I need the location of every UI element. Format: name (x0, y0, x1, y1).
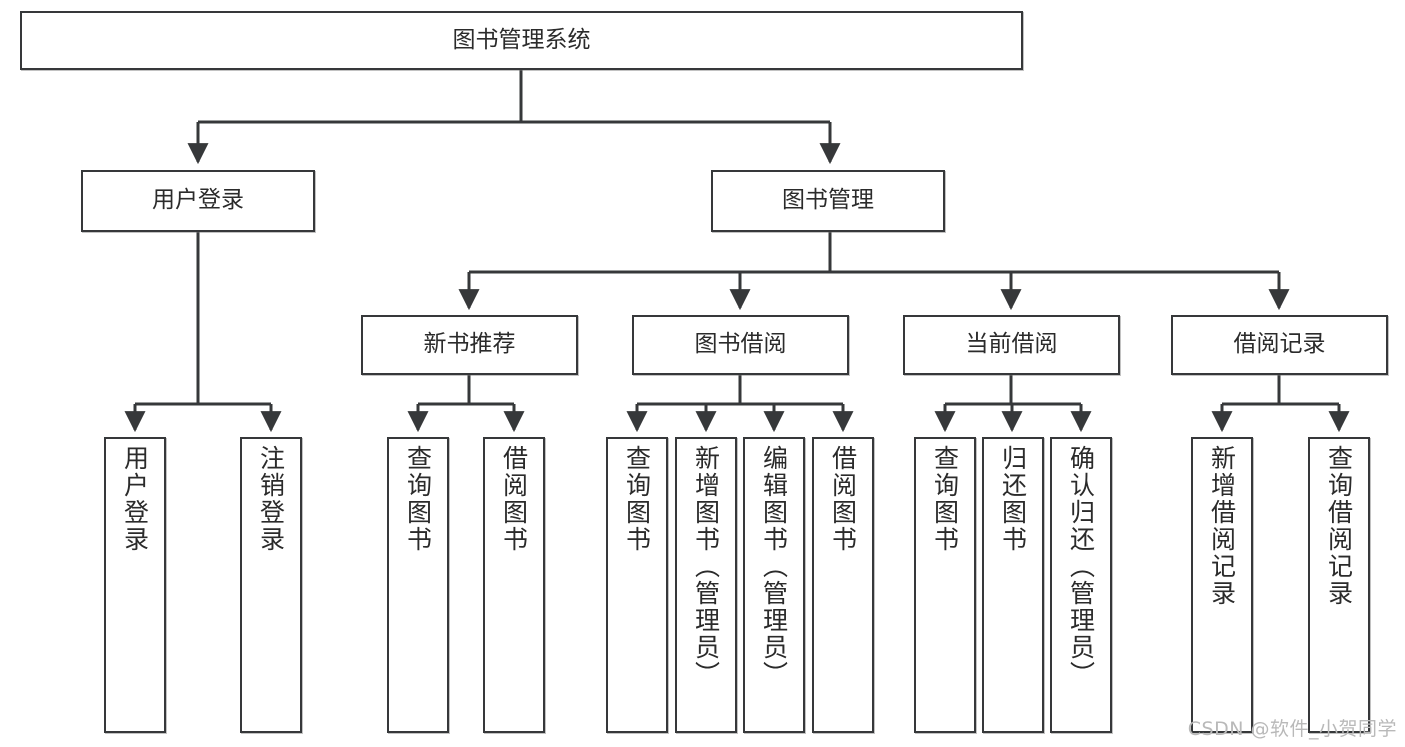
node-label: 当前借阅 (965, 331, 1058, 358)
node-label: 图书借阅 (694, 331, 787, 358)
leaf-confirm-return[interactable]: 确认归还（管理员） (1050, 437, 1112, 733)
leaf-edit-book[interactable]: 编辑图书（管理员） (743, 437, 805, 733)
node-label: 用户登录 (120, 445, 150, 553)
node-label: 新增图书（管理员） (691, 445, 721, 688)
leaf-user-login[interactable]: 用户登录 (104, 437, 166, 733)
node-label: 新增借阅记录 (1207, 445, 1237, 607)
leaf-query-book-current[interactable]: 查询图书 (914, 437, 976, 733)
leaf-return-book[interactable]: 归还图书 (982, 437, 1044, 733)
node-label: 查询图书 (403, 445, 433, 553)
node-label: 查询图书 (622, 445, 652, 553)
node-label: 借阅图书 (828, 445, 858, 553)
node-label: 图书管理 (782, 187, 874, 214)
node-root-system[interactable]: 图书管理系统 (20, 11, 1023, 70)
leaf-borrow-book[interactable]: 借阅图书 (812, 437, 874, 733)
leaf-user-logout[interactable]: 注销登录 (240, 437, 302, 733)
node-label: 查询图书 (930, 445, 960, 553)
node-label: 注销登录 (256, 445, 286, 553)
leaf-add-borrow-record[interactable]: 新增借阅记录 (1191, 437, 1253, 733)
node-user-login[interactable]: 用户登录 (81, 170, 315, 232)
leaf-query-book-borrow[interactable]: 查询图书 (606, 437, 668, 733)
node-label: 用户登录 (152, 187, 244, 214)
node-book-borrow[interactable]: 图书借阅 (632, 315, 849, 375)
node-book-manage[interactable]: 图书管理 (711, 170, 945, 232)
node-label: 图书管理系统 (452, 26, 591, 53)
node-label: 借阅记录 (1233, 331, 1326, 358)
node-label: 确认归还（管理员） (1066, 445, 1096, 688)
leaf-add-book[interactable]: 新增图书（管理员） (675, 437, 737, 733)
leaf-query-borrow-record[interactable]: 查询借阅记录 (1308, 437, 1370, 733)
node-label: 新书推荐 (423, 331, 516, 358)
node-new-book-recommend[interactable]: 新书推荐 (361, 315, 578, 375)
node-label: 查询借阅记录 (1324, 445, 1354, 607)
leaf-query-book-recommend[interactable]: 查询图书 (387, 437, 449, 733)
node-label: 归还图书 (998, 445, 1028, 553)
node-current-borrow[interactable]: 当前借阅 (903, 315, 1120, 375)
node-label: 编辑图书（管理员） (759, 445, 789, 688)
node-borrow-record[interactable]: 借阅记录 (1171, 315, 1388, 375)
leaf-borrow-book-recommend[interactable]: 借阅图书 (483, 437, 545, 733)
node-label: 借阅图书 (499, 445, 529, 553)
